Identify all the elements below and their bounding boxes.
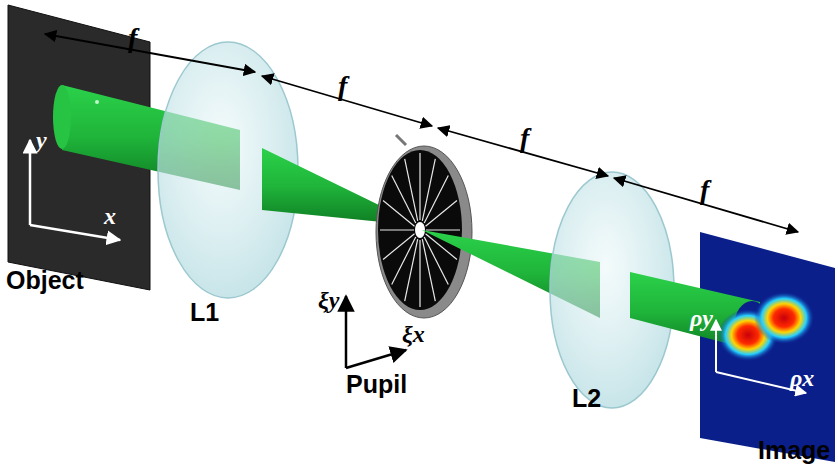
axis-label: ξx bbox=[402, 322, 425, 346]
axis-label: ξy bbox=[318, 288, 339, 312]
axis-label: x bbox=[104, 204, 116, 228]
plane-name: Object bbox=[6, 268, 84, 293]
plane-name: Pupil bbox=[346, 372, 407, 397]
focal-length-label: f bbox=[338, 72, 347, 100]
lens-name: L2 bbox=[572, 386, 601, 411]
plane-name: Image bbox=[758, 438, 830, 463]
axis-label: y bbox=[36, 128, 47, 152]
focal-length-label: f bbox=[520, 124, 529, 152]
focal-length-label: f bbox=[700, 176, 709, 204]
focal-length-label: f bbox=[128, 24, 137, 52]
axis-label: ρy bbox=[690, 306, 713, 330]
axis-label: ρx bbox=[790, 366, 814, 390]
lens-name: L1 bbox=[190, 300, 219, 325]
